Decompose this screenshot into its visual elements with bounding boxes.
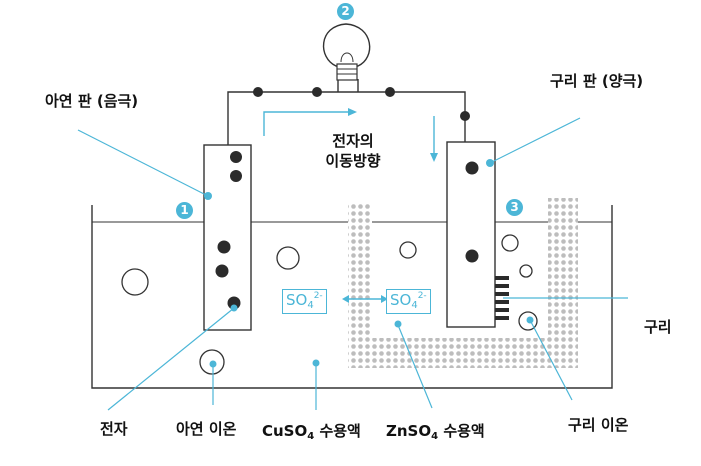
label-electron-flow: 전자의 이동방향 <box>325 132 381 170</box>
label-copper-ion: 구리 이온 <box>568 416 629 434</box>
light-bulb-icon <box>322 23 371 81</box>
label-electron: 전자 <box>100 420 128 438</box>
bubble <box>399 241 417 259</box>
bubble <box>121 268 149 296</box>
wire-dot <box>312 87 322 97</box>
label-znso4-solution: ZnSO4 수용액 <box>386 422 485 442</box>
porous-partition <box>348 198 578 368</box>
marker-2: 2 <box>337 3 354 20</box>
deposited-copper <box>495 276 509 320</box>
bubble <box>501 234 519 252</box>
label-zinc-plate: 아연 판 (음극) <box>45 92 139 110</box>
wire-dot <box>253 87 263 97</box>
wire-dot <box>460 111 470 121</box>
leader-dots <box>204 159 534 368</box>
wire-dot <box>385 87 395 97</box>
marker-1: 1 <box>176 202 193 219</box>
zinc-plate <box>203 144 252 331</box>
sulfate-ion-right: SO42- <box>386 289 431 314</box>
sulfate-ion-left: SO42- <box>282 289 327 314</box>
label-copper: 구리 <box>644 318 672 336</box>
electron-flow-arrow <box>263 111 348 136</box>
bubble <box>276 246 300 270</box>
label-cuso4-solution: CuSO4 수용액 <box>262 422 361 442</box>
beaker <box>91 205 613 389</box>
label-zinc-ion: 아연 이온 <box>176 420 237 438</box>
leader-lines <box>77 117 628 411</box>
marker-3: 3 <box>506 199 523 216</box>
bubble <box>519 264 533 278</box>
label-copper-plate: 구리 판 (양극) <box>550 72 644 90</box>
